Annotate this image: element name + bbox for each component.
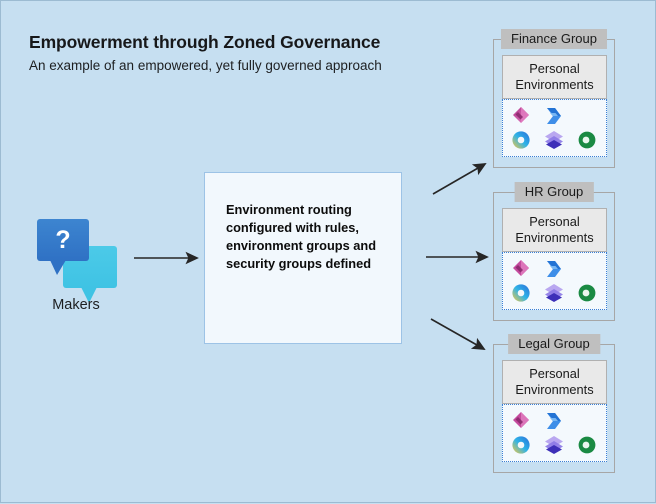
power-automate-icon [543,410,565,432]
makers-actor: ? Makers [33,215,119,313]
power-pages-icon [543,129,565,151]
group-label: Legal Group [508,334,600,354]
copilot-icon [510,282,532,304]
power-apps-icon [510,105,532,127]
personal-environment-icons [502,404,607,462]
page-subtitle: An example of an empowered, yet fully go… [29,58,382,73]
page-title: Empowerment through Zoned Governance [29,32,381,52]
arrow-router-to-legal [430,318,486,350]
speech-bubble-question-icon: ? [37,219,89,275]
copilot-icon [510,129,532,151]
arrow-router-to-finance [432,163,487,195]
personal-environments-box: Personal Environments [502,208,607,252]
group-card-hr[interactable]: HR Group Personal Environments [493,182,615,321]
personal-environments-box: Personal Environments [502,55,607,99]
group-card-finance[interactable]: Finance Group Personal Environments [493,29,615,168]
power-automate-icon [543,105,565,127]
group-label: HR Group [514,182,594,202]
power-pages-icon [543,282,565,304]
group-label: Finance Group [501,29,607,49]
power-pages-icon [543,434,565,456]
power-automate-icon [543,258,565,280]
makers-label: Makers [52,297,100,313]
power-bi-icon [576,282,598,304]
group-card-legal[interactable]: Legal Group Personal Environments [493,334,615,473]
personal-environments-box: Personal Environments [502,360,607,404]
power-apps-icon [510,410,532,432]
environment-routing-box: Environment routing configured with rule… [204,172,402,344]
personal-environment-icons [502,252,607,310]
personal-environment-icons [502,99,607,157]
power-bi-icon [576,434,598,456]
power-bi-icon [576,129,598,151]
environment-routing-text: Environment routing configured with rule… [226,202,377,272]
power-apps-icon [510,258,532,280]
copilot-icon [510,434,532,456]
